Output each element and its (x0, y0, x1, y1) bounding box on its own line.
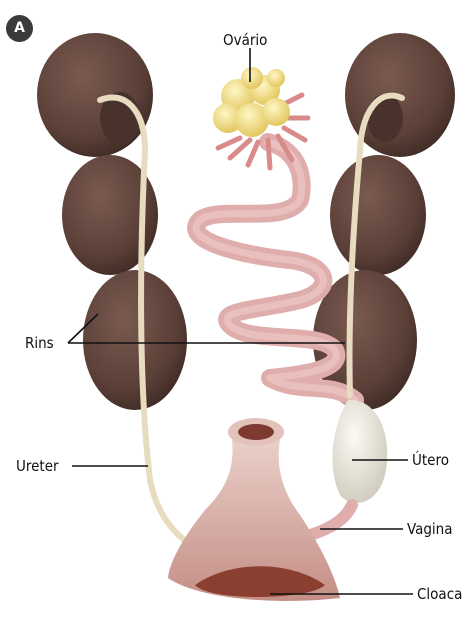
panel-letter-badge: A (6, 15, 33, 42)
cloaca-label: Cloaca (417, 585, 462, 603)
rins-label: Rins (25, 334, 54, 352)
left-kidney (37, 33, 187, 410)
utero-label: Útero (412, 451, 449, 469)
ureter-label: Ureter (16, 457, 59, 475)
ovario-label: Ovário (223, 31, 267, 49)
ovary (213, 67, 290, 137)
uterus (300, 400, 387, 538)
vagina-label: Vagina (407, 520, 452, 538)
cloaca (168, 418, 340, 601)
